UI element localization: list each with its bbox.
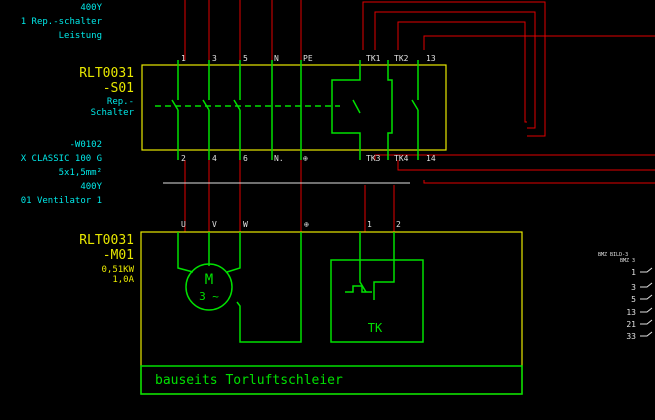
- switch-tag: RLT0031: [79, 66, 134, 81]
- cable-id: -W0102: [69, 140, 102, 150]
- voltage-top: 400Y: [80, 3, 102, 13]
- switch-contacts: [155, 60, 419, 160]
- contact-item: 1: [631, 268, 636, 277]
- terminal-label: TK4: [394, 154, 409, 163]
- contact-header: BMZ 3: [620, 258, 635, 264]
- motor-symbol: M: [205, 272, 213, 288]
- switch-id: -S01: [103, 81, 134, 96]
- contact-header: BMZ BILD-3: [598, 252, 628, 258]
- switch-top-terminals: 1 3 5 N PE TK1 TK2 13: [181, 54, 436, 63]
- motor-labels: RLT0031 -M01 0,51KW 1,0A: [79, 233, 134, 285]
- terminal-label: 2: [396, 220, 401, 229]
- switch-name2: Schalter: [91, 108, 135, 118]
- right-contact-lines: [640, 267, 653, 337]
- switch-bottom-terminals: 2 4 6 N. ⊕ TK3 TK4 14: [181, 154, 436, 163]
- switch-desc2: Leistung: [59, 31, 102, 41]
- motor-terminals: U V W ⊕ 1 2: [181, 220, 401, 229]
- terminal-label: 5: [243, 54, 248, 63]
- terminal-label: V: [212, 220, 217, 229]
- switch-labels: RLT0031 -S01 Rep.- Schalter: [79, 66, 134, 118]
- motor-symbol-circle: [185, 263, 233, 311]
- contact-item: 5: [631, 295, 636, 304]
- left-notes: 400Y 1 Rep.-schalter Leistung -W0102 X C…: [21, 3, 103, 206]
- terminal-label: 4: [212, 154, 217, 163]
- terminal-label: 1: [181, 54, 186, 63]
- terminal-label: 3: [212, 54, 217, 63]
- cable-type: X CLASSIC 100 G: [21, 154, 102, 164]
- contact-item: 21: [626, 320, 636, 329]
- switch-box: [141, 64, 447, 151]
- terminal-label: 13: [426, 54, 436, 63]
- right-contact-list: BMZ BILD-3 BMZ 3 1 3 5 13 21 33: [598, 252, 636, 341]
- motor-phase: 3 ~: [199, 290, 219, 303]
- fan-desc: 01 Ventilator 1: [21, 196, 102, 206]
- terminal-label: TK2: [394, 54, 409, 63]
- terminal-label: PE: [303, 54, 313, 63]
- terminal-label: W: [243, 220, 248, 229]
- terminal-label: U: [181, 220, 186, 229]
- terminal-label: TK1: [366, 54, 381, 63]
- terminal-label: 1: [367, 220, 372, 229]
- motor-tag: RLT0031: [79, 233, 134, 248]
- contact-item: 13: [626, 308, 636, 317]
- motor-id: -M01: [103, 248, 134, 263]
- motor-caption: bauseits Torluftschleier: [155, 373, 343, 388]
- terminal-label: N: [274, 54, 279, 63]
- contact-item: 3: [631, 283, 636, 292]
- motor-wiring: [140, 232, 523, 395]
- voltage-mid: 400Y: [80, 182, 102, 192]
- contact-item: 33: [626, 332, 636, 341]
- switch-desc: 1 Rep.-schalter: [21, 17, 103, 27]
- terminal-label: TK3: [366, 154, 381, 163]
- thermal-label: TK: [368, 321, 383, 335]
- terminal-label: N.: [274, 154, 284, 163]
- terminal-label: ⊕: [304, 220, 309, 229]
- red-wires: [184, 0, 655, 232]
- terminal-label: 14: [426, 154, 436, 163]
- terminal-label: 6: [243, 154, 248, 163]
- terminal-label: 2: [181, 154, 186, 163]
- motor-current: 1,0A: [112, 275, 134, 285]
- switch-name1: Rep.-: [107, 97, 134, 107]
- motor-power: 0,51KW: [101, 265, 134, 275]
- cable-size: 5x1,5mm²: [59, 168, 102, 178]
- terminal-label: ⊕: [303, 154, 308, 163]
